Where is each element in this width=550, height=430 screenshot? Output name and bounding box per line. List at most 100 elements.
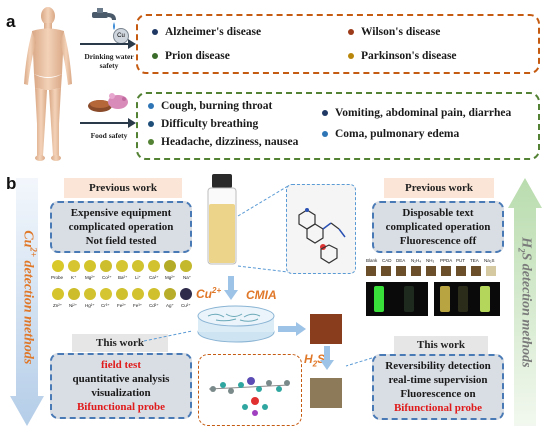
panel-a-label: a — [6, 12, 16, 31]
ion-label: Hg²⁺ — [85, 303, 95, 308]
disease-box: Alzheimer's disease Wilson's disease Pri… — [136, 14, 540, 74]
ion-label: Li⁺ — [135, 275, 141, 280]
analyte-label: PUT — [456, 258, 465, 263]
analyte-label: NH₃ — [426, 258, 435, 263]
complex-molecule-icon — [208, 377, 290, 416]
bullet-icon — [348, 53, 354, 59]
analyte-label: N₂H₄ — [411, 258, 422, 263]
complex-structure-box — [198, 354, 302, 426]
bullet-icon — [148, 139, 154, 145]
vial-to-molecule-lines — [237, 185, 289, 273]
sample-swatch — [486, 266, 496, 276]
sample-dot — [164, 288, 176, 300]
dish-to-sample-arrow — [278, 322, 306, 336]
sample-dot — [180, 288, 192, 300]
bullet-icon — [152, 53, 158, 59]
sample-dot — [116, 260, 128, 272]
vial-glow — [374, 286, 384, 312]
h2s-treated-sample — [310, 378, 342, 408]
sample-dot — [84, 260, 96, 272]
ion-label: Ni²⁺ — [69, 303, 78, 308]
food-icon — [88, 93, 128, 112]
vial-dark — [458, 286, 468, 312]
sample-swatch — [396, 266, 406, 276]
fluorescence-photo-left — [366, 282, 428, 316]
symptom-item: Headache, dizziness, nausea — [148, 136, 298, 148]
disease-item: Parkinson's disease — [348, 50, 457, 62]
sample-swatch — [381, 266, 391, 276]
drinking-water-label: Drinking water safety — [84, 52, 134, 70]
probe-name-label: CMIA — [246, 288, 277, 302]
arrow-to-diseases — [80, 39, 136, 49]
cu-complex-sample — [310, 314, 342, 344]
analyte-label: Na₂S — [484, 258, 495, 263]
ion-label: Ag⁺ — [166, 303, 174, 308]
analyte-label: Blank — [366, 258, 378, 263]
symptom-item: Cough, burning throat — [148, 100, 272, 112]
symptom-item: Difficulty breathing — [148, 118, 258, 130]
ion-label: Fe²⁺ — [117, 303, 127, 308]
bullet-icon — [348, 29, 354, 35]
sample-dot — [132, 288, 144, 300]
molecule-structure-box — [286, 184, 356, 274]
ion-label: Zn²⁺ — [53, 303, 63, 308]
left-this-work-box: field test quantitative analysis visuali… — [50, 353, 192, 419]
vial-dark — [404, 286, 414, 312]
sample-dot — [148, 288, 160, 300]
sample-dot — [148, 260, 160, 272]
sample-swatch — [411, 266, 421, 276]
disease-item: Alzheimer's disease — [152, 26, 261, 38]
symptom-box: Cough, burning throat Difficulty breathi… — [136, 92, 540, 160]
sample-swatch — [441, 266, 451, 276]
right-this-work-box: Reversibility detection real-time superv… — [372, 354, 504, 420]
bullet-icon — [322, 110, 328, 116]
faucet-icon — [92, 8, 116, 30]
ion-label: Ba²⁺ — [118, 275, 128, 280]
left-previous-work-header: Previous work — [64, 178, 182, 198]
analyte-label: TEA — [470, 258, 479, 263]
sample-dot — [52, 260, 64, 272]
ion-label: Co²⁺ — [102, 275, 112, 280]
ion-label: Cd²⁺ — [149, 303, 159, 308]
sample-dot — [68, 288, 80, 300]
food-safety-label: Food safety — [90, 131, 128, 140]
left-this-work-header: This work — [72, 334, 168, 352]
ion-label: Na⁺ — [183, 275, 192, 280]
analyte-label: DEA — [396, 258, 406, 263]
sample-dot — [116, 288, 128, 300]
ion-color-array: Probe K⁺ Mg²⁺ Co²⁺ Ba²⁺ Li⁺ Ca²⁺ Mg²⁺ Na… — [50, 258, 200, 322]
h2s-label: H2S — [304, 352, 326, 369]
human-body-figure — [24, 7, 72, 161]
symptom-item: Vomiting, abdominal pain, diarrhea — [322, 107, 511, 119]
ion-label: Probe — [51, 275, 64, 280]
ion-label: Mg²⁺ — [165, 275, 176, 280]
left-connector-arrow — [143, 330, 193, 342]
center-down-arrow — [224, 276, 238, 300]
right-connector-arrow — [345, 357, 373, 367]
ion-label: Cr³⁺ — [101, 303, 110, 308]
analyte-array: Blank CAD DEA N₂H₄ NH₃ PPDA PUT TEA Na₂S — [366, 258, 506, 318]
panel-b-label: b — [6, 174, 17, 193]
bullet-icon — [152, 29, 158, 35]
bullet-icon — [322, 131, 328, 137]
sample-swatch — [471, 266, 481, 276]
symptom-item: Coma, pulmonary edema — [322, 128, 459, 140]
disease-item: Prion disease — [152, 50, 230, 62]
ion-label: Ca²⁺ — [149, 275, 159, 280]
cu-ion-label: Cu2+ — [196, 286, 222, 301]
right-previous-work-header: Previous work — [384, 178, 494, 198]
petri-dish — [197, 305, 275, 343]
sample-swatch — [426, 266, 436, 276]
sample-dot — [164, 260, 176, 272]
sample-dot — [68, 260, 80, 272]
analyte-label: CAD — [382, 258, 392, 263]
disease-item: Wilson's disease — [348, 26, 440, 38]
bullet-icon — [148, 103, 154, 109]
sample-dot — [100, 288, 112, 300]
arrow-to-symptoms — [80, 118, 136, 128]
sample-swatch — [456, 266, 466, 276]
ion-label: Mg²⁺ — [85, 275, 96, 280]
sample-dot — [180, 260, 192, 272]
ion-label: Cu²⁺ — [181, 303, 191, 308]
left-vertical-title: Cu2+ detection methods — [20, 230, 39, 365]
